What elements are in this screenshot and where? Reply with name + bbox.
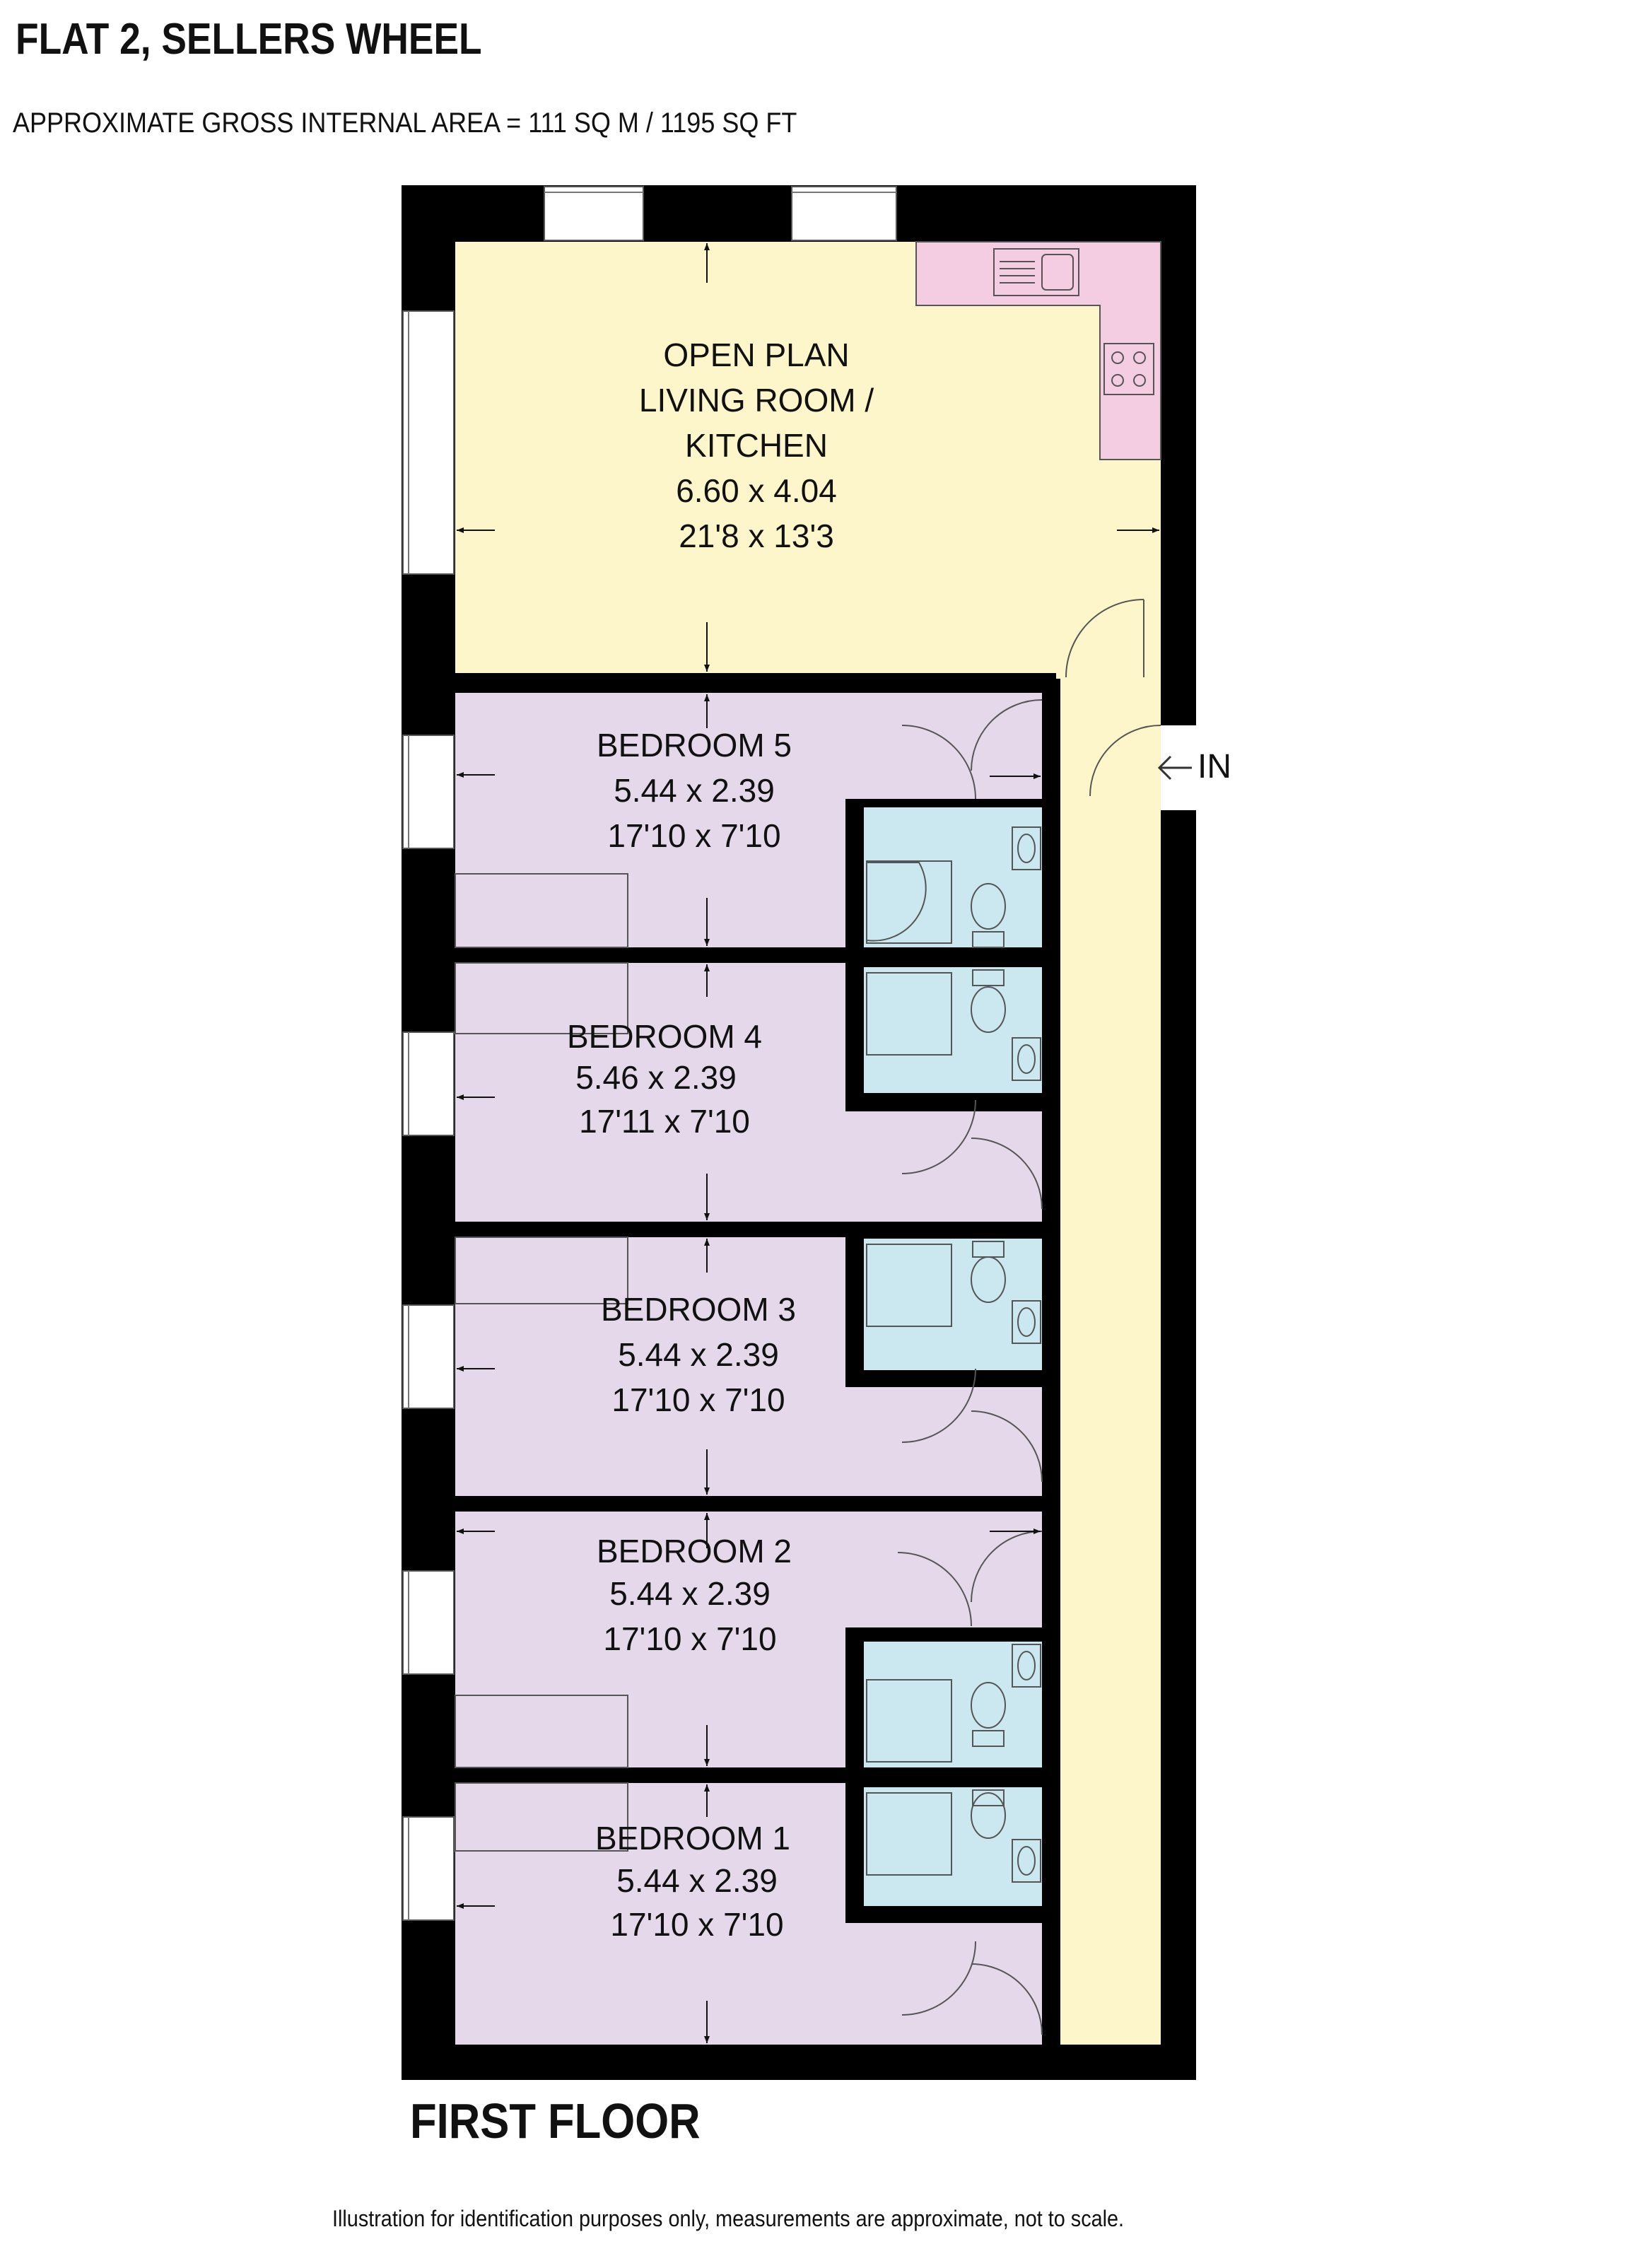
svg-text:BEDROOM 4: BEDROOM 4 [567, 1018, 762, 1055]
bedroom-1-label: BEDROOM 1 5.44 x 2.39 17'10 x 7'10 [595, 1820, 790, 1943]
svg-text:17'10 x 7'10: 17'10 x 7'10 [611, 1381, 785, 1418]
shower-icon [866, 972, 952, 1056]
svg-text:5.44 x 2.39: 5.44 x 2.39 [616, 1862, 778, 1899]
svg-text:5.44 x 2.39: 5.44 x 2.39 [609, 1575, 771, 1612]
hob-icon [1103, 343, 1154, 395]
living-room-area [455, 242, 1161, 673]
svg-text:LIVING ROOM /: LIVING ROOM / [639, 382, 874, 419]
bedroom-3-label: BEDROOM 3 5.44 x 2.39 17'10 x 7'10 [601, 1291, 796, 1418]
svg-text:5.44 x 2.39: 5.44 x 2.39 [614, 772, 775, 809]
hallway-wall-gap [1056, 679, 1060, 2045]
toilet-icon [971, 969, 1006, 1033]
basin-icon [1012, 1037, 1041, 1081]
ensuite-1 [864, 1787, 1042, 1906]
bedroom-5-label: BEDROOM 5 5.44 x 2.39 17'10 x 7'10 [597, 727, 792, 854]
shower-icon [866, 1792, 952, 1876]
floor-label: FIRST FLOOR [410, 2093, 701, 2149]
disclaimer: Illustration for identification purposes… [332, 2206, 1125, 2231]
svg-text:BEDROOM 1: BEDROOM 1 [595, 1820, 790, 1857]
shower-icon [866, 860, 952, 944]
svg-text:17'10 x 7'10: 17'10 x 7'10 [607, 817, 780, 854]
ensuite-3 [864, 1239, 1042, 1370]
bed-1 [455, 1782, 628, 1852]
door [897, 599, 1161, 2035]
svg-text:5.46 x 2.39: 5.46 x 2.39 [575, 1059, 737, 1096]
basin-icon [1012, 826, 1041, 870]
bedroom-2-label: BEDROOM 2 5.44 x 2.39 17'10 x 7'10 [597, 1533, 792, 1657]
svg-text:5.44 x 2.39: 5.44 x 2.39 [618, 1336, 779, 1373]
shower-icon [866, 1244, 952, 1327]
svg-text:17'11 x 7'10: 17'11 x 7'10 [579, 1103, 750, 1140]
svg-text:17'10 x 7'10: 17'10 x 7'10 [603, 1620, 776, 1657]
svg-text:BEDROOM 2: BEDROOM 2 [597, 1533, 792, 1570]
bed-2 [455, 1695, 628, 1768]
svg-text:6.60 x 4.04: 6.60 x 4.04 [676, 472, 837, 509]
toilet-icon [971, 1789, 1006, 1839]
svg-text:17'10 x 7'10: 17'10 x 7'10 [610, 1906, 783, 1943]
hallway [1056, 673, 1161, 2045]
bed-4 [455, 962, 628, 1034]
basin-icon [1012, 1300, 1041, 1344]
ensuite-4 [864, 967, 1042, 1093]
basin-icon [1012, 1839, 1041, 1883]
sink-icon [993, 248, 1079, 296]
kitchen-counter [915, 241, 1161, 460]
bed-3 [455, 1237, 628, 1304]
shower-icon [866, 1679, 952, 1763]
svg-text:OPEN PLAN: OPEN PLAN [663, 337, 849, 373]
window [402, 186, 897, 1921]
toilet-icon [971, 1241, 1006, 1303]
bedroom-4-label: BEDROOM 4 5.46 x 2.39 17'11 x 7'10 [567, 1018, 762, 1140]
ensuite-5 [864, 807, 1042, 947]
living-room-label: OPEN PLAN LIVING ROOM / KITCHEN 6.60 x 4… [639, 337, 874, 554]
toilet-icon [971, 1682, 1006, 1747]
area-summary: APPROXIMATE GROSS INTERNAL AREA = 111 SQ… [13, 107, 797, 139]
toilet-icon [971, 883, 1006, 948]
dimension-arrows [457, 243, 1159, 2043]
bed-5 [455, 873, 628, 948]
svg-text:BEDROOM 3: BEDROOM 3 [601, 1291, 796, 1328]
ensuite-2 [864, 1642, 1042, 1767]
entrance-arrow-icon [1157, 755, 1192, 781]
plan-title: FLAT 2, SELLERS WHEEL [16, 15, 482, 64]
entrance-label: IN [1197, 748, 1231, 785]
svg-text:BEDROOM 5: BEDROOM 5 [597, 727, 792, 764]
svg-text:KITCHEN: KITCHEN [685, 427, 828, 464]
basin-icon [1012, 1644, 1041, 1688]
svg-text:21'8 x 13'3: 21'8 x 13'3 [679, 518, 834, 554]
